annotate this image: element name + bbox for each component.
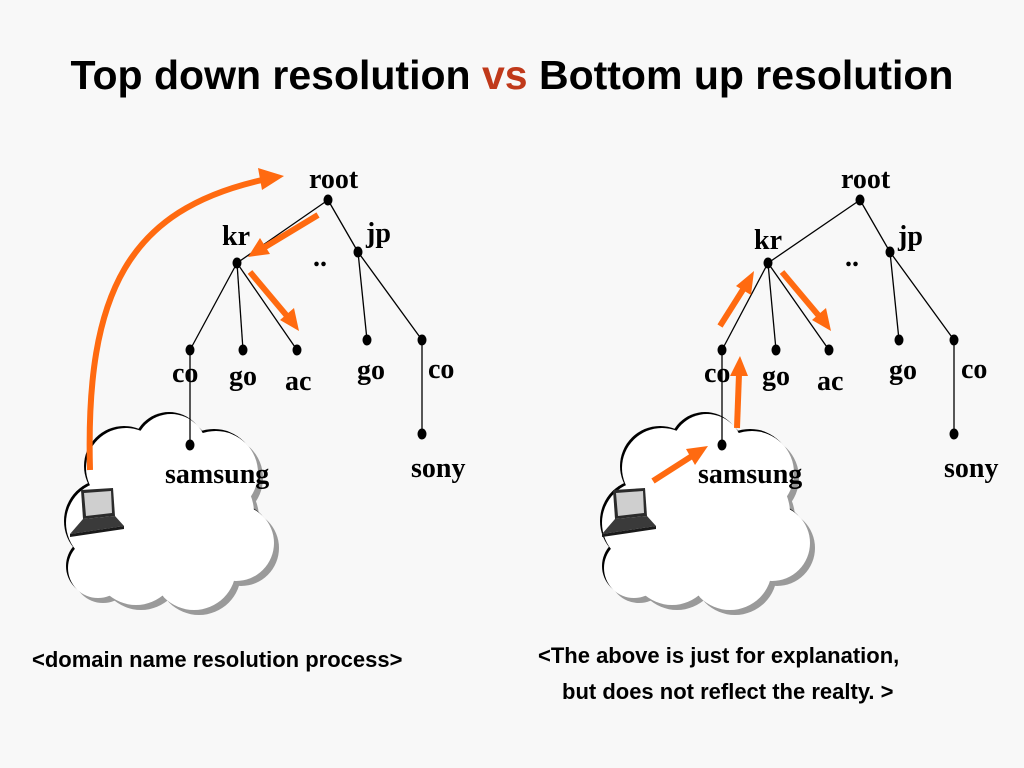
cloud-icon: [64, 412, 279, 615]
caption-left: <domain name resolution process>: [32, 647, 403, 672]
resolution-arrows: [86, 168, 320, 471]
tree-nodes: [185, 194, 427, 451]
tree-nodes: [717, 194, 959, 451]
node-kr: kr: [222, 221, 250, 252]
node-jp: jp: [365, 218, 391, 249]
node-kr-ac: ac: [817, 366, 843, 397]
node-sony: sony: [411, 453, 465, 484]
node-kr-go: go: [229, 361, 257, 392]
node-kr-ac: ac: [285, 366, 311, 397]
node-kr-co: co: [704, 358, 730, 389]
cloud-icon: [600, 412, 815, 615]
node-samsung: samsung: [165, 459, 269, 490]
arrow-laptop-to-root: [86, 168, 284, 471]
title-vs: vs: [481, 52, 528, 98]
node-kr-co: co: [172, 358, 198, 389]
node-jp-co: co: [428, 354, 454, 385]
node-kr-go: go: [762, 361, 790, 392]
node-dots: ..: [313, 242, 327, 273]
title-part2: Bottom up resolution: [527, 52, 954, 98]
arrow-laptop-to-samsung: [651, 446, 708, 484]
caption-right-line1: <The above is just for explanation,: [538, 643, 900, 668]
tree-edges: [189, 199, 423, 445]
tree-labels: root kr jp .. co go ac go co samsung son…: [165, 164, 465, 490]
node-samsung: samsung: [698, 459, 802, 490]
tree-labels: root kr jp .. co go ac go co samsung son…: [698, 164, 998, 490]
slide-title: Top down resolution vs Bottom up resolut…: [0, 52, 1024, 99]
node-sony: sony: [944, 453, 998, 484]
left-diagram: root kr jp .. co go ac go co samsung son…: [64, 164, 465, 615]
node-jp-go: go: [889, 355, 917, 386]
caption-right-line2: but does not reflect the realty. >: [562, 679, 894, 704]
node-root: root: [309, 164, 359, 195]
node-dots: ..: [845, 242, 859, 273]
arrow-root-to-kr: [248, 212, 320, 257]
node-kr: kr: [754, 225, 782, 256]
title-part1: Top down resolution: [70, 52, 482, 98]
right-diagram: root kr jp .. co go ac go co samsung son…: [600, 164, 998, 615]
node-jp: jp: [897, 221, 923, 252]
node-root: root: [841, 164, 891, 195]
resolution-arrows: [651, 270, 831, 484]
node-jp-co: co: [961, 354, 987, 385]
arrow-kr-to-ac: [779, 270, 831, 331]
node-jp-go: go: [357, 355, 385, 386]
arrow-kr-to-ac: [247, 270, 299, 331]
arrow-co-to-kr: [717, 271, 754, 328]
arrow-samsung-to-co: [730, 356, 748, 429]
tree-edges: [721, 199, 955, 445]
